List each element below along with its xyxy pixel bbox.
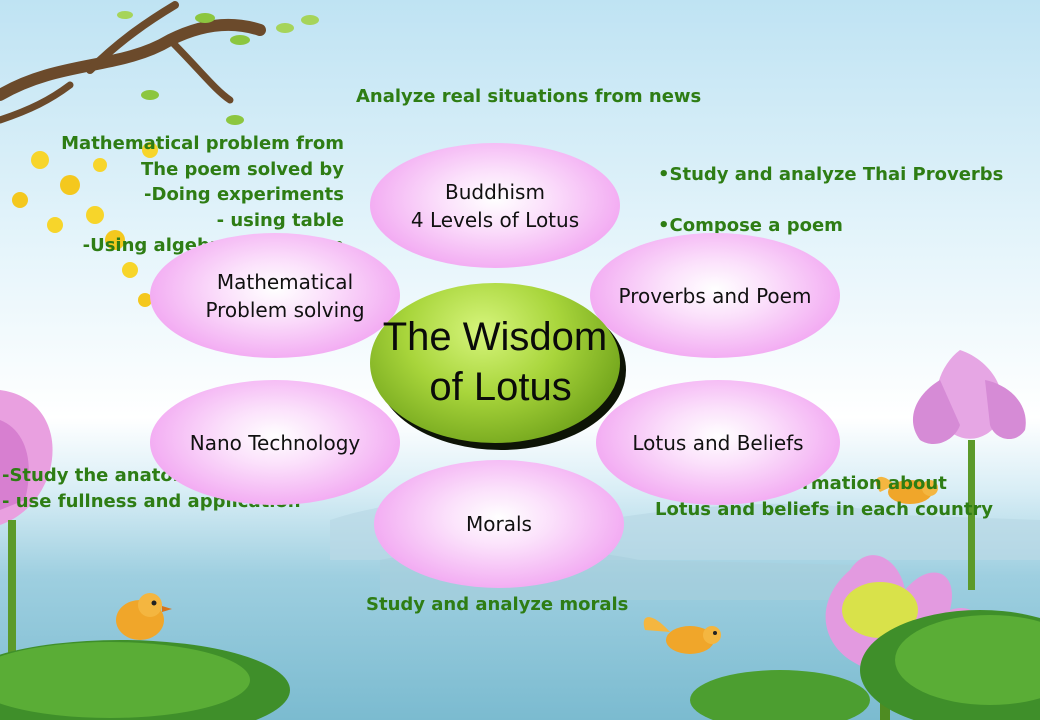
note-math-line-4: - using table bbox=[216, 209, 344, 231]
bird-right-icon bbox=[875, 476, 938, 504]
note-proverbs: •Study and analyze Thai Proverbs •Compos… bbox=[658, 162, 1003, 239]
node-buddhism-line-2: 4 Levels of Lotus bbox=[410, 207, 580, 232]
node-morals-line: Morals bbox=[466, 512, 532, 536]
note-morals-line: Study and analyze morals bbox=[366, 594, 629, 615]
node-math-line-2: Problem solving bbox=[205, 297, 365, 322]
note-news: Analyze real situations from news bbox=[356, 84, 701, 110]
yellow-flowers-icon bbox=[12, 142, 158, 307]
node-buddhism-line-1: Buddhism bbox=[445, 179, 545, 204]
node-nano: Nano Technology bbox=[150, 380, 400, 505]
node-morals: Morals bbox=[374, 460, 624, 588]
note-proverbs-line-2 bbox=[658, 188, 1003, 214]
tree-branch-icon bbox=[0, 1, 319, 125]
node-proverbs-line: Proverbs and Poem bbox=[618, 283, 812, 308]
center-title-line-2: of Lotus bbox=[418, 365, 572, 409]
note-math-line-1: Mathematical problem from bbox=[61, 133, 344, 154]
center-node bbox=[370, 283, 620, 443]
node-nano-line: Nano Technology bbox=[189, 430, 361, 455]
bird-flying-icon bbox=[643, 617, 721, 654]
lotus-bud-left-icon bbox=[0, 390, 53, 720]
note-morals: Study and analyze morals bbox=[366, 592, 628, 618]
node-math: Mathematical Problem solving bbox=[150, 233, 400, 358]
center-title-line-1: The Wisdom bbox=[382, 315, 608, 359]
node-beliefs: Lotus and Beliefs bbox=[596, 380, 840, 505]
node-beliefs-line: Lotus and Beliefs bbox=[632, 430, 804, 455]
note-news-line: Analyze real situations from news bbox=[356, 86, 702, 107]
node-buddhism: Buddhism 4 Levels of Lotus bbox=[370, 143, 620, 268]
lily-pads-icon bbox=[0, 610, 1040, 720]
center-title: The Wisdom of Lotus bbox=[345, 312, 645, 412]
bird-left-icon bbox=[116, 593, 172, 640]
note-math-line-2: The poem solved by bbox=[140, 158, 344, 180]
node-math-line-1: Mathematical bbox=[216, 269, 354, 294]
note-proverbs-line-3: •Compose a poem bbox=[658, 215, 843, 236]
note-math-line-3: -Doing experiments bbox=[144, 184, 344, 205]
note-proverbs-line-1: •Study and analyze Thai Proverbs bbox=[658, 164, 1004, 185]
node-proverbs: Proverbs and Poem bbox=[590, 233, 840, 358]
